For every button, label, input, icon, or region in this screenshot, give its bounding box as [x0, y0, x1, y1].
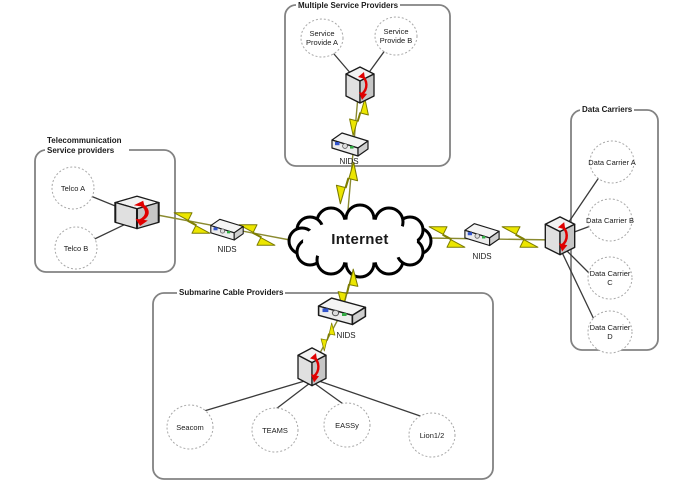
- node-circle-lion: [408, 412, 456, 458]
- group-title-telecom-service-providers: Telecommunication Service providers: [45, 136, 129, 156]
- router-icon: [113, 194, 161, 231]
- group-title-submarine-cable-providers: Submarine Cable Providers: [177, 288, 286, 298]
- nids-device-icon: [317, 297, 367, 326]
- link-eassy: [313, 382, 347, 407]
- nids-label-bottom: NIDS: [336, 331, 356, 340]
- lightning-bolt-icon: [428, 226, 466, 248]
- nids-device-icon: [464, 223, 500, 247]
- group-title-multiple-service-providers: Multiple Service Providers: [296, 1, 401, 11]
- lightning-bolt-icon: [501, 226, 539, 248]
- internet-label: Internet: [331, 231, 389, 248]
- node-label-carrier-b: Data Carrier B: [586, 215, 634, 225]
- nids-device-icon: [210, 218, 244, 241]
- node-circle-carrier-d: [587, 310, 633, 354]
- group-box-submarine-cable-providers: [152, 292, 494, 480]
- link-teams: [271, 382, 311, 413]
- nids-label-right: NIDS: [472, 252, 492, 261]
- lightning-bolt-icon: [331, 161, 363, 205]
- router-icon: [544, 215, 576, 256]
- node-label-teams: TEAMS: [262, 425, 288, 435]
- link-lion: [315, 379, 427, 419]
- link-carrier-d: [557, 243, 601, 333]
- node-circle-telco-b: [54, 226, 98, 270]
- node-circle-carrier-b: [587, 198, 633, 242]
- node-circle-carrier-a: [589, 140, 635, 184]
- internet-cloud: [287, 203, 433, 279]
- node-circle-teams: [251, 407, 299, 453]
- lightning-bolt-icon: [173, 212, 211, 234]
- nids-device-icon: [331, 132, 369, 157]
- lightning-bolt-icon: [345, 98, 373, 136]
- group-title-data-carriers: Data Carriers: [580, 105, 635, 115]
- node-label-service-b: Service Provide B: [379, 27, 413, 45]
- node-label-carrier-a: Data Carrier A: [588, 157, 636, 167]
- node-label-telco-a: Telco A: [60, 183, 86, 193]
- link-seacom: [193, 379, 309, 415]
- node-circle-telco-a: [51, 166, 95, 210]
- nids-label-left: NIDS: [217, 245, 237, 254]
- router-icon: [296, 346, 328, 387]
- node-label-carrier-d: Data Carrier D: [589, 323, 631, 341]
- node-circle-seacom: [166, 404, 214, 450]
- node-circle-service-a: [300, 18, 344, 58]
- node-label-service-a: Service Provide A: [305, 29, 339, 47]
- node-label-telco-b: Telco B: [63, 243, 89, 253]
- node-circle-carrier-c: [587, 256, 633, 300]
- node-circles: [51, 16, 635, 458]
- node-circle-service-b: [374, 16, 418, 56]
- nids-label-top: NIDS: [339, 157, 359, 166]
- node-label-seacom: Seacom: [176, 422, 204, 432]
- router-icon: [344, 65, 376, 105]
- node-circle-eassy: [323, 402, 371, 448]
- node-label-lion: Lion1/2: [419, 430, 445, 440]
- lightning-bolt-icon: [238, 224, 276, 246]
- node-label-carrier-c: Data Carrier C: [589, 269, 631, 287]
- node-label-eassy: EASSy: [335, 420, 359, 430]
